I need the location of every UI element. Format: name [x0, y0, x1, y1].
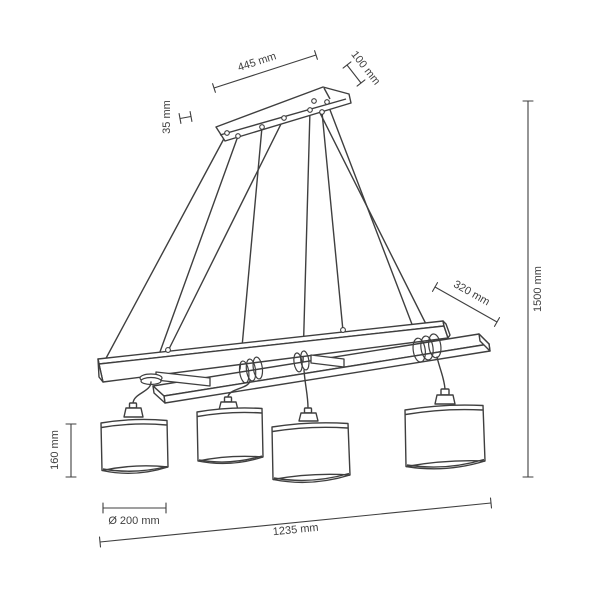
shade-4-cap: [434, 394, 456, 405]
shade-2-knob: [223, 396, 233, 403]
anchor-ball-left: [165, 347, 171, 353]
rear-beam-right-cap: [478, 333, 491, 352]
cable-left-cord: [151, 135, 239, 375]
suspension-cables: [103, 100, 437, 375]
dim-shade-height-label: 160 mm: [49, 430, 61, 470]
shade-3: [271, 407, 351, 484]
dim-beam-depth-label: 320 mm: [451, 278, 492, 308]
cable-left-outer: [103, 132, 228, 363]
shade-4-bottom-inner-rim: [406, 458, 485, 468]
anchor-ball-right: [340, 327, 346, 333]
shade-1-bottom-inner-rim: [102, 465, 168, 472]
front-beam: [97, 320, 451, 383]
cord-coils: [139, 333, 442, 386]
dim-shade-diameter-label: Ø 200 mm: [108, 515, 159, 527]
shade-3-cap: [298, 412, 319, 422]
cable-mid-cord: [239, 126, 263, 370]
coil-lamp2: [238, 356, 264, 384]
cross-boards: [155, 354, 345, 387]
dim-overall-width: 1235 mm: [98, 497, 493, 548]
cable-center-cord: [302, 109, 311, 363]
coil-lamp3: [293, 350, 310, 373]
shade-3-top-band: [272, 426, 348, 433]
rear-beam-left-cap: [152, 385, 166, 404]
cross-board-right: [310, 354, 345, 368]
dim-canopy-width: 445 mm: [212, 50, 318, 93]
cord-lamp1: [132, 381, 152, 404]
dim-beam-depth: 320 mm: [431, 278, 501, 327]
dim-shade-height: 160 mm: [49, 423, 77, 478]
shade-1-top-band: [101, 423, 167, 429]
cord-lamp2: [227, 379, 251, 398]
coil-lamp4: [412, 333, 442, 363]
dim-canopy-height: 35 mm: [161, 100, 193, 134]
cable-right-anchor: [321, 111, 344, 332]
shade-4-top-band: [405, 408, 483, 416]
dim-shade-diameter: Ø 200 mm: [102, 502, 167, 527]
shade-1: [100, 402, 169, 474]
dim-canopy-depth: 100 mm: [342, 49, 382, 88]
shade-4-body: [404, 404, 486, 470]
ceiling-canopy: [215, 86, 352, 142]
front-beam-left-cap: [97, 358, 104, 383]
dimension-annotations: 445 mm 100 mm 35 mm 320 mm 1500 mm: [49, 49, 544, 548]
dim-canopy-height-label: 35 mm: [161, 100, 173, 134]
dim-canopy-width-label: 445 mm: [236, 50, 278, 74]
shade-2-bottom-inner-rim: [198, 455, 263, 463]
dim-overall-height: 1500 mm: [522, 100, 544, 478]
cable-anchors: [165, 327, 346, 353]
shade-2-top-band: [197, 411, 262, 418]
shade-1-knob: [128, 402, 138, 409]
canopy-end-fold: [323, 87, 331, 100]
dim-overall-width-label: 1235 mm: [272, 522, 319, 538]
shade-2: [196, 396, 264, 465]
cable-right-cord: [313, 100, 437, 345]
shade-1-body: [100, 418, 169, 474]
shade-4: [404, 388, 486, 470]
cord-lamp4: [436, 356, 446, 390]
cable-left-anchor: [167, 117, 285, 352]
shade-3-knob: [303, 407, 313, 414]
shade-3-body: [271, 422, 351, 484]
cable-right-outer: [326, 101, 419, 341]
shade-3-bottom-inner-rim: [273, 472, 350, 482]
shade-4-knob: [440, 388, 450, 396]
dim-canopy-depth-label: 100 mm: [348, 49, 382, 88]
shade-2-body: [196, 407, 264, 465]
pendant-cords: [132, 356, 446, 409]
shade-1-cap: [123, 407, 144, 418]
canopy-body: [215, 86, 352, 142]
canopy-cable-glands: [224, 98, 330, 139]
dim-overall-height-label: 1500 mm: [532, 266, 544, 312]
rear-beam: [152, 333, 491, 404]
cord-lamp3: [303, 369, 309, 409]
shade-2-bottom-back-rim: [197, 455, 264, 462]
front-beam-right-cap: [442, 320, 451, 339]
